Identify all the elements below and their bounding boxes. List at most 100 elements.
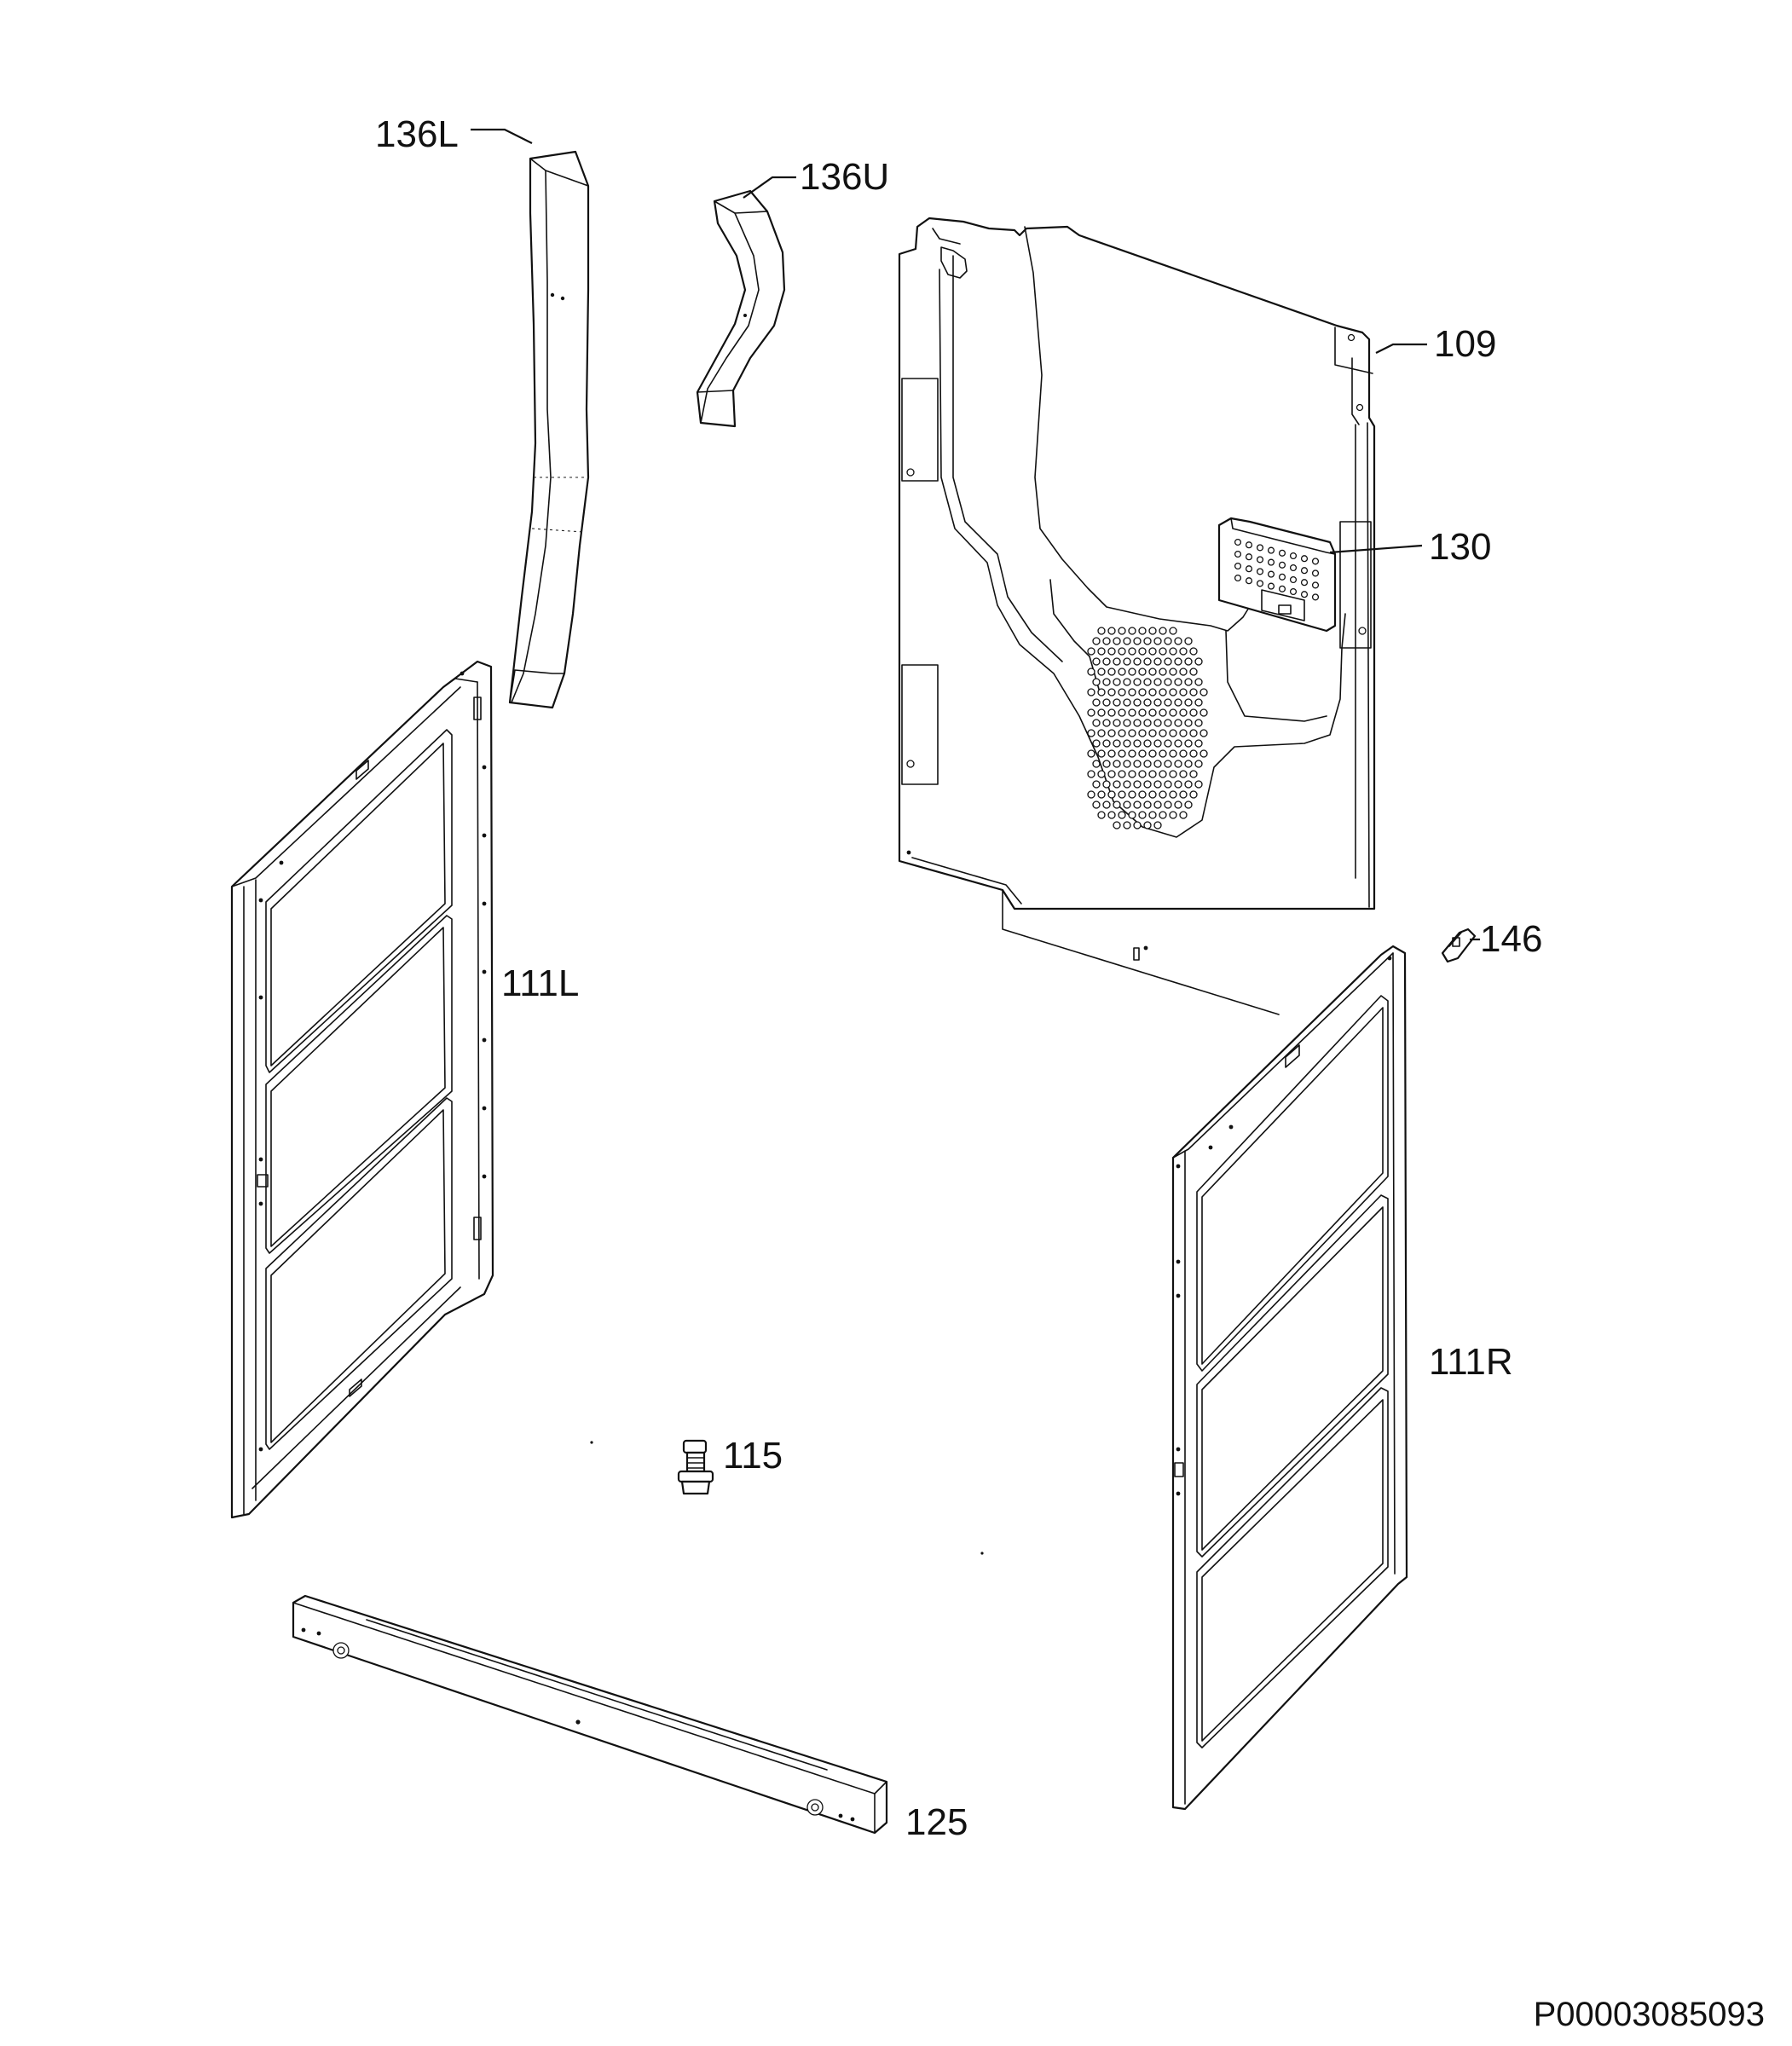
vent-hole xyxy=(1087,668,1095,676)
vent-hole xyxy=(1133,637,1142,645)
vent-hole xyxy=(1143,637,1152,645)
vent-hole xyxy=(1143,698,1152,707)
cover-hole xyxy=(1311,593,1320,601)
vent-hole xyxy=(1102,780,1111,789)
vent-hole xyxy=(1194,719,1203,727)
cover-hole xyxy=(1300,591,1309,598)
vent-hole xyxy=(1148,811,1157,819)
cover-hole xyxy=(1245,565,1253,573)
vent-hole xyxy=(1199,708,1208,717)
vent-hole xyxy=(1143,719,1152,727)
vent-hole xyxy=(1092,698,1101,707)
vent-hole xyxy=(1113,800,1121,809)
vent-hole xyxy=(1169,811,1177,819)
vent-hole xyxy=(1164,800,1172,809)
vent-hole xyxy=(1189,790,1198,799)
vent-hole xyxy=(1143,657,1152,666)
vent-hole xyxy=(1133,719,1142,727)
vent-hole xyxy=(1102,678,1111,686)
part-136L-side-duct xyxy=(508,150,590,709)
vent-hole xyxy=(1113,657,1121,666)
vent-hole xyxy=(1169,647,1177,656)
vent-hole xyxy=(1087,749,1095,758)
cover-hole xyxy=(1300,579,1309,587)
vent-hole xyxy=(1113,760,1121,768)
cover-perforation xyxy=(1234,538,1320,601)
vent-hole xyxy=(1107,647,1116,656)
vent-hole xyxy=(1153,719,1162,727)
vent-hole xyxy=(1138,627,1147,635)
vent-hole xyxy=(1159,647,1167,656)
vent-hole xyxy=(1133,678,1142,686)
vent-hole xyxy=(1153,760,1162,768)
cover-hole xyxy=(1256,556,1264,564)
vent-hole xyxy=(1118,770,1126,778)
vent-hole xyxy=(1179,790,1188,799)
cover-hole xyxy=(1311,558,1320,565)
vent-hole xyxy=(1184,637,1193,645)
vent-hole xyxy=(1174,800,1182,809)
vent-hole xyxy=(1159,668,1167,676)
vent-hole xyxy=(1189,749,1198,758)
vent-hole xyxy=(1153,821,1162,829)
vent-hole xyxy=(1184,657,1193,666)
cover-hole xyxy=(1234,550,1242,558)
vent-hole xyxy=(1138,790,1147,799)
cover-hole xyxy=(1311,569,1320,577)
vent-hole xyxy=(1107,627,1116,635)
cover-hole xyxy=(1300,567,1309,575)
vent-hole xyxy=(1133,821,1142,829)
vent-hole xyxy=(1097,647,1106,656)
vent-hole xyxy=(1184,698,1193,707)
vent-hole xyxy=(1184,780,1193,789)
cover-hole xyxy=(1300,555,1309,563)
vent-hole xyxy=(1123,719,1131,727)
label-146: 146 xyxy=(1480,918,1542,960)
vent-hole xyxy=(1148,770,1157,778)
vent-hole xyxy=(1138,811,1147,819)
vent-hole xyxy=(1123,657,1131,666)
cover-hole xyxy=(1278,561,1286,569)
vent-hole xyxy=(1118,811,1126,819)
vent-hole xyxy=(1194,760,1203,768)
vent-hole xyxy=(1102,800,1111,809)
vent-hole xyxy=(1164,760,1172,768)
vent-hole xyxy=(1153,780,1162,789)
vent-hole xyxy=(1143,780,1152,789)
vent-hole xyxy=(1148,647,1157,656)
vent-hole xyxy=(1128,627,1136,635)
vent-hole xyxy=(1128,749,1136,758)
cover-hole xyxy=(1256,580,1264,587)
vent-hole xyxy=(1179,647,1188,656)
cover-hole xyxy=(1234,562,1242,570)
vent-hole xyxy=(1143,739,1152,748)
vent-hole xyxy=(1087,790,1095,799)
vent-hole xyxy=(1189,770,1198,778)
vent-hole xyxy=(1128,729,1136,737)
vent-hole xyxy=(1143,678,1152,686)
vent-hole xyxy=(1092,760,1101,768)
cover-hole xyxy=(1256,544,1264,552)
vent-hole xyxy=(1123,800,1131,809)
vent-hole xyxy=(1179,668,1188,676)
cover-hole xyxy=(1256,568,1264,575)
part-111R-right-side-frame xyxy=(1171,945,1408,1811)
part-115-foot-screw xyxy=(677,1439,714,1495)
vent-hole xyxy=(1107,668,1116,676)
cover-hole xyxy=(1234,574,1242,582)
vent-hole xyxy=(1194,657,1203,666)
vent-hole xyxy=(1102,637,1111,645)
vent-hole xyxy=(1092,637,1101,645)
cover-hole xyxy=(1278,573,1286,581)
cover-hole xyxy=(1267,570,1275,578)
vent-hole xyxy=(1133,739,1142,748)
vent-hole xyxy=(1164,637,1172,645)
vent-hole xyxy=(1174,637,1182,645)
vent-hole xyxy=(1138,749,1147,758)
vent-hole xyxy=(1189,647,1198,656)
vent-hole xyxy=(1107,770,1116,778)
vent-hole xyxy=(1092,780,1101,789)
cover-hole xyxy=(1267,558,1275,566)
vent-hole xyxy=(1179,688,1188,696)
